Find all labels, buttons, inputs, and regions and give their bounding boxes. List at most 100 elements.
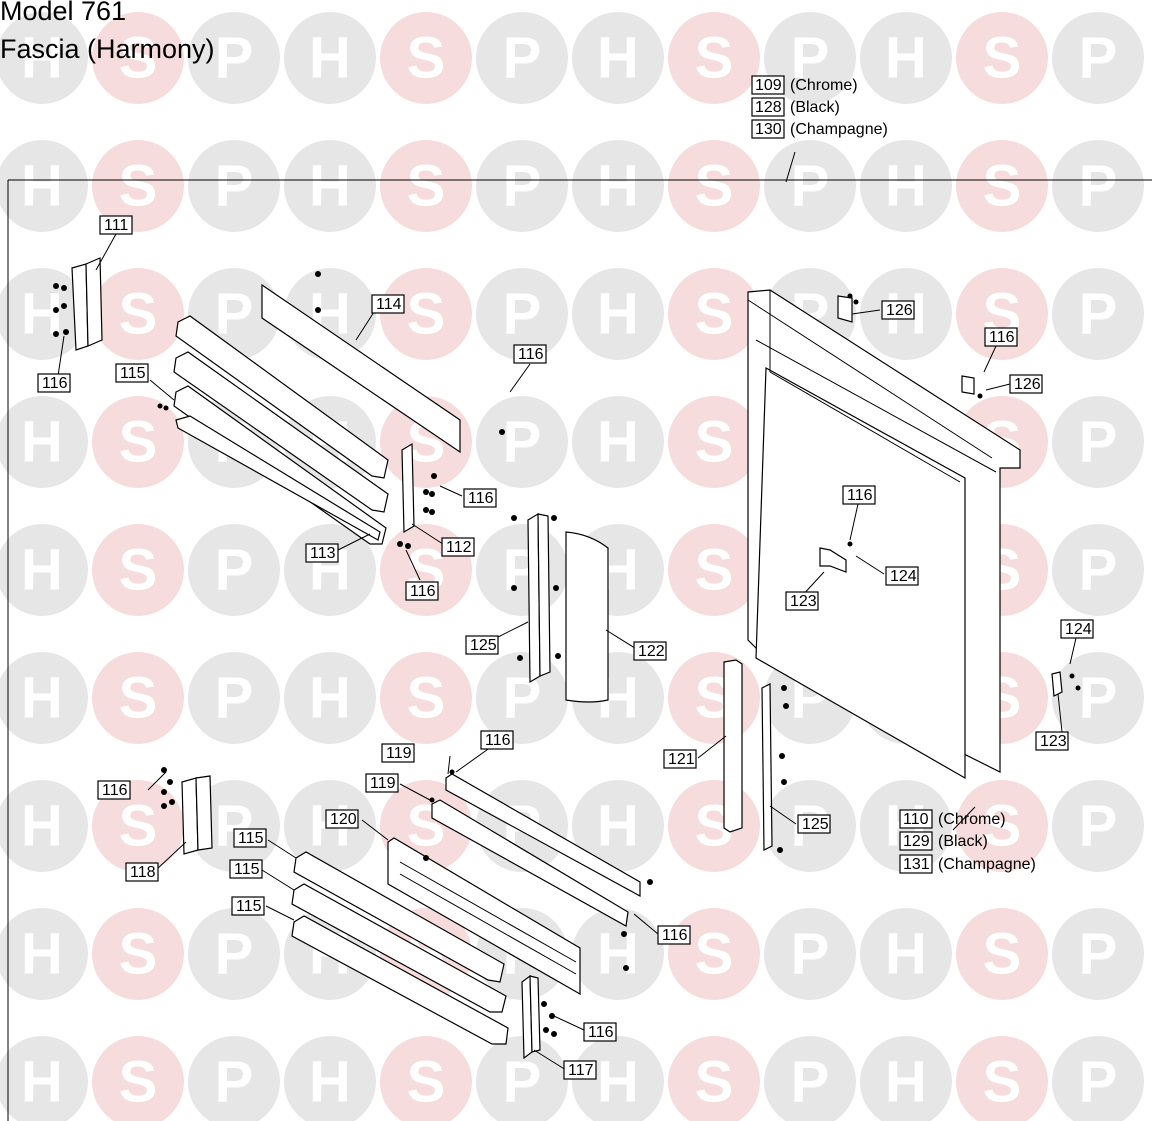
watermark-badge: H (0, 1036, 88, 1121)
svg-text:P: P (215, 538, 254, 603)
bracket-125-lower (761, 683, 773, 851)
callout: 115 (229, 859, 263, 879)
watermark-badge: P (1052, 140, 1144, 232)
legend-part-number: 109 (755, 77, 782, 94)
callout: 116 (984, 327, 1018, 347)
svg-text:P: P (215, 1050, 254, 1115)
watermark-badge: S (92, 652, 184, 744)
legend-finish: (Black) (790, 99, 840, 116)
callout-label: 116 (847, 487, 873, 504)
callout: 117 (563, 1060, 597, 1080)
callout: 116 (97, 780, 131, 800)
callout: 125 (465, 635, 499, 655)
svg-text:P: P (503, 282, 542, 347)
watermark-badge: H (0, 524, 88, 616)
callout-label: 111 (104, 217, 128, 234)
svg-text:S: S (695, 26, 734, 91)
svg-text:S: S (119, 154, 158, 219)
callout-label: 122 (638, 643, 665, 660)
svg-text:P: P (1079, 1050, 1118, 1115)
callout: 116 (842, 485, 876, 505)
legend-finish: (Champagne) (790, 121, 888, 138)
svg-text:S: S (407, 1050, 446, 1115)
svg-text:S: S (407, 154, 446, 219)
panel-114 (261, 283, 461, 454)
svg-text:P: P (791, 26, 830, 91)
callout: 122 (633, 641, 667, 661)
brackets-123-126 (819, 295, 1063, 697)
svg-text:H: H (21, 154, 63, 219)
watermark-badge: S (380, 1036, 472, 1121)
svg-text:H: H (309, 26, 351, 91)
watermark-badge: P (1052, 780, 1144, 872)
watermark-badge: P (1052, 908, 1144, 1000)
watermark-badge: P (1052, 268, 1144, 360)
callout-label: 118 (130, 864, 156, 881)
watermark-badge: S (956, 12, 1048, 104)
callout: 112 (441, 537, 475, 557)
watermark-badge: H (0, 268, 88, 360)
svg-text:H: H (597, 1050, 639, 1115)
watermark-badge: S (92, 524, 184, 616)
watermark-badge: S (92, 268, 184, 360)
callout-label: 117 (568, 1062, 594, 1079)
watermark-badge: P (764, 12, 856, 104)
callout: 116 (405, 581, 439, 601)
callout-label: 124 (890, 568, 917, 585)
svg-text:S: S (119, 282, 158, 347)
section-title: Fascia (Harmony) (0, 34, 215, 64)
legend-row: 129 (Black) (899, 831, 988, 851)
callout: 125 (797, 814, 831, 834)
rails-119 (431, 773, 641, 927)
watermark-badge: S (956, 908, 1048, 1000)
watermark-badge: S (668, 908, 760, 1000)
svg-text:P: P (1079, 922, 1118, 987)
callout-label: 116 (588, 1024, 614, 1041)
callout: 116 (513, 344, 547, 364)
svg-text:S: S (119, 26, 158, 91)
watermark-badge: S (92, 12, 184, 104)
watermark-badge: P (1052, 396, 1144, 488)
screw-fixings (53, 271, 1081, 1037)
bottom-legend-leader (952, 806, 976, 831)
watermark-badge: H (284, 12, 376, 104)
watermark-badge: S (668, 396, 760, 488)
legend-row: 110 (Chrome) (899, 809, 1006, 829)
callout: 119 (381, 743, 415, 763)
svg-text:P: P (1079, 154, 1118, 219)
callout-label: 115 (236, 898, 262, 915)
svg-text:H: H (597, 154, 639, 219)
svg-text:P: P (215, 26, 254, 91)
svg-text:H: H (597, 794, 639, 859)
svg-text:S: S (119, 538, 158, 603)
watermark-badge: S (92, 140, 184, 232)
watermark-badge: P (188, 524, 280, 616)
svg-text:S: S (983, 922, 1022, 987)
watermark-badge: P (1052, 652, 1144, 744)
legend-finish: (Chrome) (938, 811, 1006, 828)
watermark-badge: H (284, 140, 376, 232)
bracket-111 (71, 257, 103, 351)
watermark-badge: P (476, 12, 568, 104)
callout: 124 (885, 566, 919, 586)
watermark-badge: S (668, 268, 760, 360)
legend-bottom: 110 (Chrome) 129 (Black) 131 (Champagne) (899, 809, 1036, 874)
svg-text:H: H (309, 154, 351, 219)
callout: 120 (325, 809, 359, 829)
svg-text:H: H (21, 794, 63, 859)
callout-label: 115 (234, 861, 260, 878)
legend-row: 128 (Black) (751, 97, 840, 117)
callout-label: 115 (120, 365, 146, 382)
svg-text:H: H (885, 154, 927, 219)
svg-text:H: H (885, 922, 927, 987)
callout: 126 (1009, 374, 1043, 394)
svg-text:S: S (695, 282, 734, 347)
watermark-badge: S (380, 652, 472, 744)
callout-label: 116 (989, 329, 1015, 346)
top-legend-leader (785, 151, 796, 183)
callout: 115 (233, 828, 267, 848)
svg-text:H: H (885, 1050, 927, 1115)
callout: 115 (115, 363, 149, 383)
watermark-badge: H (572, 780, 664, 872)
leader-lines (57, 233, 1077, 1071)
